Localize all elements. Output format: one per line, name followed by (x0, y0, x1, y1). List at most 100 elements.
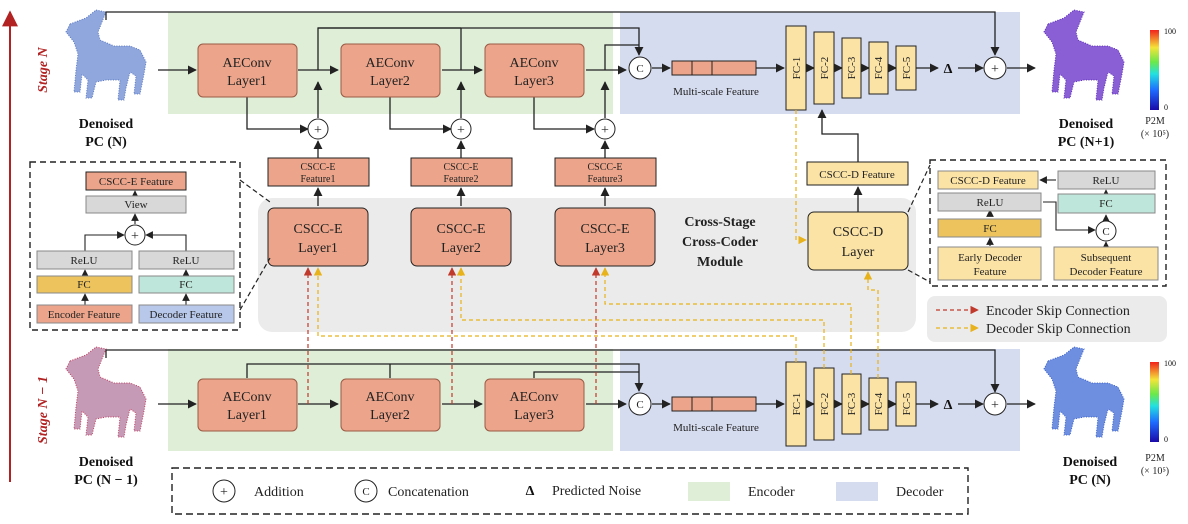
aeconv-layer2-top: AEConv Layer2 (340, 43, 441, 98)
stage-bottom-network (105, 349, 1036, 409)
svg-text:FC-4: FC-4 (873, 56, 885, 79)
left-inset-decoder-feature: Decoder Feature (150, 309, 223, 321)
svg-text:FC-3: FC-3 (846, 392, 858, 415)
svg-text:Layer1: Layer1 (227, 408, 267, 423)
svg-text:+: + (991, 398, 999, 413)
right-inset-cscc-d: CSCC-D Feature ReLU ReLU FC FC C Early D… (907, 159, 1167, 287)
aeconv-layer1-top: AEConv Layer1 (197, 43, 298, 98)
right-inset-relu: ReLU (977, 197, 1004, 209)
colorbar-bottom-unit: (× 10⁵) (1141, 466, 1169, 477)
svg-text:CSCC-E: CSCC-E (293, 222, 342, 237)
point-cloud-top-input (65, 9, 147, 101)
fc-5-top: FC-5 (895, 45, 917, 91)
fc-2-top: FC-2 (813, 31, 835, 105)
svg-text:C: C (636, 63, 643, 75)
right-inset-subsequent-2: Decoder Feature (1070, 266, 1143, 278)
right-inset-subsequent-1: Subsequent (1081, 252, 1132, 264)
fc-4-top: FC-4 (868, 41, 889, 95)
decoder-skip-connections (313, 110, 879, 378)
fc-3-top: FC-3 (841, 37, 862, 99)
pc-label-bottom-input-2: PC (N − 1) (74, 473, 138, 488)
pc-label-bottom-output-2: PC (N) (1069, 473, 1111, 488)
svg-text:C: C (1102, 226, 1109, 238)
svg-text:Multi-scale Feature: Multi-scale Feature (673, 422, 759, 434)
svg-text:+: + (991, 62, 999, 77)
svg-text:FC-1: FC-1 (791, 393, 803, 416)
svg-text:CSCC-D Feature: CSCC-D Feature (819, 169, 895, 181)
legend-encoder: Encoder (748, 485, 795, 500)
point-cloud-top-output (1043, 9, 1125, 101)
svg-text:+: + (131, 229, 139, 244)
svg-text:FC-4: FC-4 (873, 392, 885, 415)
colorbar-bottom-label: P2M (1145, 453, 1165, 464)
left-inset-fc-b: FC (179, 279, 192, 291)
svg-text:CSCC-E: CSCC-E (436, 222, 485, 237)
legend-decoder: Decoder (896, 485, 944, 500)
svg-text:Multi-scale Feature: Multi-scale Feature (673, 86, 759, 98)
stage-n-minus-1-label: Stage N − 1 (36, 376, 51, 444)
colorbar-bottom-max: 100 (1164, 359, 1176, 368)
skip-connection-legend: Encoder Skip Connection Decoder Skip Con… (927, 296, 1167, 342)
svg-text:FC-1: FC-1 (791, 57, 803, 80)
left-inset-title: CSCC-E Feature (99, 176, 173, 188)
svg-text:CSCC-E: CSCC-E (587, 162, 622, 173)
point-cloud-bottom-input (65, 346, 147, 438)
fc-2-bottom: FC-2 (813, 367, 835, 441)
svg-text:CSCC-E: CSCC-E (300, 162, 335, 173)
svg-text:+: + (220, 485, 228, 500)
svg-text:AEConv: AEConv (223, 56, 272, 71)
add-node-output-bottom: + (983, 392, 1007, 416)
point-cloud-bottom-output (1043, 346, 1125, 438)
svg-text:AEConv: AEConv (510, 56, 559, 71)
svg-text:FC-2: FC-2 (819, 57, 831, 80)
svg-text:Feature1: Feature1 (301, 174, 336, 185)
left-inset-fc-a: FC (77, 279, 90, 291)
svg-text:CSCC-D: CSCC-D (833, 225, 884, 240)
legend-decoder-skip: Decoder Skip Connection (986, 322, 1131, 337)
colorbar-bottom-min: 0 (1164, 435, 1168, 444)
colorbar-top-label: P2M (1145, 116, 1165, 127)
svg-text:Layer1: Layer1 (227, 74, 267, 89)
module-title-1: Cross-Stage (684, 215, 755, 230)
svg-text:+: + (457, 123, 465, 138)
legend-addition: Addition (254, 485, 304, 500)
svg-text:Δ: Δ (526, 484, 535, 499)
svg-text:Layer3: Layer3 (514, 74, 554, 89)
fc-1-bottom: FC-1 (785, 361, 807, 447)
cscc-d-feature: CSCC-D Feature (806, 161, 909, 186)
svg-text:AEConv: AEConv (510, 390, 559, 405)
add-node-output-top: + (983, 56, 1007, 80)
colorbar-bottom: 100 0 P2M (× 10⁵) (1141, 359, 1176, 477)
fc-3-bottom: FC-3 (841, 373, 862, 435)
add-node-1-top: + (307, 118, 329, 140)
encoder-skip-connections (303, 267, 601, 404)
pc-label-top-input-2: PC (N) (85, 135, 127, 150)
svg-text:+: + (314, 123, 322, 138)
colorbar-top-unit: (× 10⁵) (1141, 129, 1169, 140)
stage-top-network (105, 11, 1036, 212)
multiscale-feature-bottom: Multi-scale Feature (671, 396, 759, 434)
right-inset-fc-left: FC (983, 223, 996, 235)
bottom-legend: + Addition C Concatenation Δ Predicted N… (171, 467, 969, 515)
pc-label-bottom-output-1: Denoised (1063, 455, 1118, 470)
pc-label-top-output-1: Denoised (1059, 117, 1114, 132)
left-inset-view: View (124, 199, 147, 211)
right-inset-early-1: Early Decoder (958, 252, 1022, 264)
left-inset-relu-b: ReLU (173, 255, 200, 267)
svg-text:Layer1: Layer1 (298, 241, 338, 256)
svg-text:AEConv: AEConv (223, 390, 272, 405)
svg-text:Feature3: Feature3 (588, 174, 623, 185)
add-node-3-top: + (594, 118, 616, 140)
svg-text:FC-2: FC-2 (819, 393, 831, 416)
svg-text:C: C (362, 486, 369, 498)
svg-text:Layer3: Layer3 (514, 408, 554, 423)
right-inset-output: CSCC-D Feature (950, 175, 1026, 187)
left-inset-encoder-feature: Encoder Feature (48, 309, 120, 321)
svg-text:FC-5: FC-5 (901, 392, 913, 415)
pc-label-bottom-input-1: Denoised (79, 455, 134, 470)
aeconv-layer2-bottom: AEConv Layer2 (340, 378, 441, 432)
svg-text:Feature2: Feature2 (444, 174, 479, 185)
